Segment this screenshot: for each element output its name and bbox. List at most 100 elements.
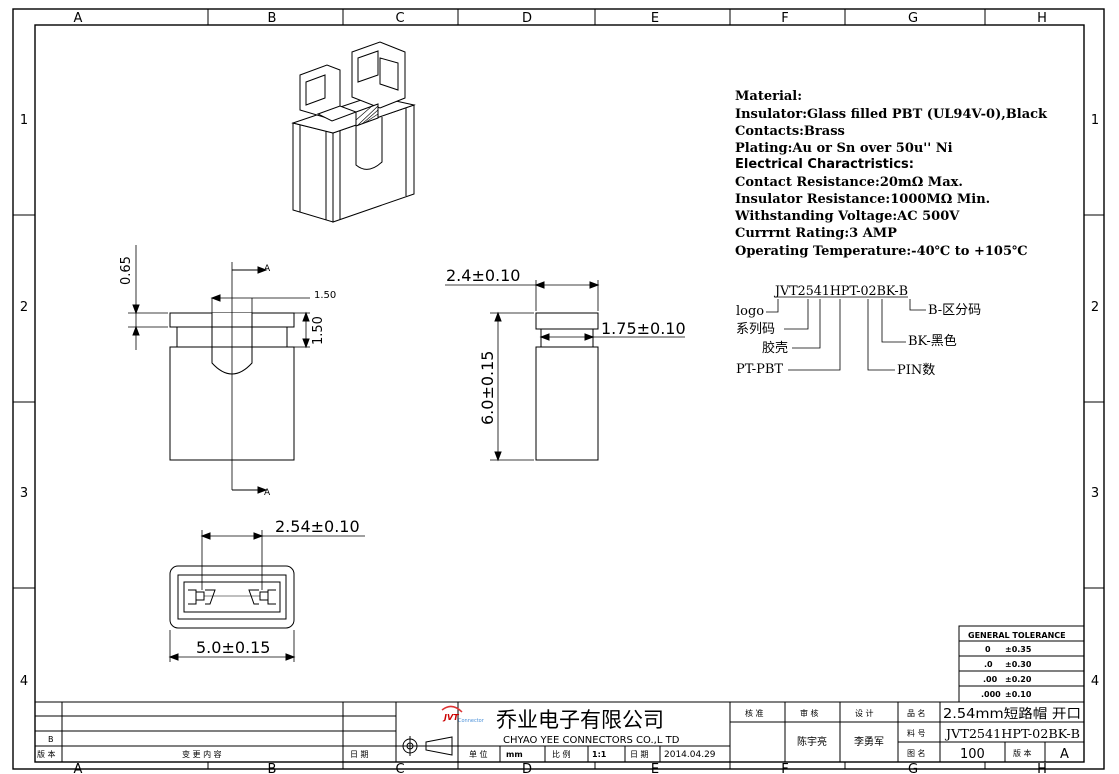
column-label-bottom: G <box>908 762 918 774</box>
review-label: 审 核 <box>800 708 819 718</box>
drawing-value: 100 <box>960 747 985 762</box>
scale-value: 1:1 <box>592 750 607 759</box>
name-label: 品 名 <box>907 708 926 718</box>
date-value: 2014.04.29 <box>664 750 716 760</box>
tolerance-value: ±0.35 <box>1005 645 1032 654</box>
part-label: 料 号 <box>907 728 926 738</box>
code-label-series: 系列码 <box>736 322 775 337</box>
column-label-bottom: F <box>781 762 788 774</box>
rev-b: B <box>48 735 54 744</box>
column-label-top: C <box>395 11 404 26</box>
version-value: A <box>1060 747 1069 762</box>
drawing-label: 图 名 <box>907 748 926 758</box>
svg-text:JVT: JVT <box>442 713 459 722</box>
column-label-top: F <box>781 11 788 26</box>
date-label: 日 期 <box>350 750 369 759</box>
spec-line: Plating:Au or Sn over 50u'' Ni <box>735 141 953 156</box>
column-label-top: E <box>651 11 659 26</box>
row-label-right: 1 <box>1091 113 1099 128</box>
outer-border <box>12 8 1105 770</box>
tolerance-title: GENERAL TOLERANCE <box>968 631 1066 640</box>
date2-label: 日 期 <box>630 750 649 759</box>
unit-label: 单 位 <box>469 749 488 759</box>
company-logo: JVT Connector <box>441 705 485 724</box>
tolerance-digits: 0 <box>985 645 991 654</box>
code-label-pins: PIN数 <box>897 363 935 378</box>
row-label-right: 3 <box>1091 486 1099 501</box>
column-label-bottom: H <box>1037 762 1047 774</box>
spec-line: Insulator Resistance:1000MΩ Min. <box>735 192 990 207</box>
scale-label: 比 例 <box>552 749 571 759</box>
tolerance-digits: .00 <box>983 675 998 684</box>
tolerance-digits: .000 <box>981 690 1001 699</box>
unit-value: mm <box>506 750 523 759</box>
tolerance-text: GENERAL TOLERANCE 0 ±0.35 .0 ±0.30 .00 ±… <box>968 631 1066 699</box>
dim-label: 1.50 <box>314 290 336 301</box>
name-value: 2.54mm短路帽 开口 <box>943 706 1081 722</box>
dim-label: 0.65 <box>119 256 134 285</box>
designer-name: 李勇军 <box>854 735 884 748</box>
row-label-right: 2 <box>1091 300 1099 315</box>
spec-notes: Material: Insulator:Glass filled PBT (UL… <box>734 89 1048 259</box>
spec-line: Material: <box>735 89 802 104</box>
column-label-bottom: C <box>395 762 404 774</box>
part-code-leaders <box>766 296 926 371</box>
row-label-left: 2 <box>20 300 28 315</box>
spec-line: Withstanding Voltage:AC 500V <box>734 209 960 224</box>
svg-text:Connector: Connector <box>458 718 485 724</box>
column-label-bottom: D <box>522 762 532 774</box>
spec-line: Insulator:Glass filled PBT (UL94V-0),Bla… <box>735 107 1048 122</box>
row-label-left: 3 <box>20 486 28 501</box>
company-name-en: CHYAO YEE CONNECTORS CO.,L TD <box>503 735 680 746</box>
check-label: 核 准 <box>745 708 764 718</box>
dim-label: 1.75±0.10 <box>601 319 686 338</box>
tolerance-value: ±0.20 <box>1005 675 1032 684</box>
side-view-labels: 2.4±0.10 1.75±0.10 6.0±0.15 <box>446 266 686 425</box>
design-label: 设 计 <box>855 708 874 718</box>
part-code-legend: JVT2541HPT-02BK-B logo 系列码 胶壳 PT-PBT B-区… <box>736 284 981 378</box>
spec-line: Currrnt Rating:3 AMP <box>735 226 897 241</box>
section-mark: A <box>264 264 271 274</box>
change-label: 变 更 内 容 <box>182 749 222 759</box>
column-label-bottom: E <box>651 762 659 774</box>
spec-line: Electrical Charactristics: <box>735 157 914 172</box>
column-label-top: H <box>1037 11 1047 26</box>
tolerance-value: ±0.30 <box>1005 660 1032 669</box>
bottom-view <box>168 530 365 662</box>
code-label-suffix: B-区分码 <box>928 303 981 318</box>
code-label-material: PT-PBT <box>736 362 783 377</box>
isometric-view <box>291 41 416 223</box>
projection-symbol-icon <box>400 736 453 756</box>
rev-label: 版 本 <box>37 749 56 759</box>
spec-line: Contacts:Brass <box>735 124 845 139</box>
part-code: JVT2541HPT-02BK-B <box>773 284 908 299</box>
code-label-color: BK-黑色 <box>908 333 957 349</box>
column-label-top: A <box>74 11 83 26</box>
reviewer-name: 陈宇亮 <box>797 735 827 748</box>
dim-label: 5.0±0.15 <box>196 638 270 657</box>
front-view-labels: 0.65 1.50 1.50 A A <box>119 256 336 498</box>
row-label-left: 4 <box>20 674 28 689</box>
column-label-top: D <box>522 11 532 26</box>
column-label-bottom: A <box>74 762 83 774</box>
bottom-view-labels: 2.54±0.10 5.0±0.15 <box>196 517 360 657</box>
column-label-top: B <box>268 11 277 26</box>
tolerance-value: ±0.10 <box>1005 690 1032 699</box>
code-label-housing: 胶壳 <box>762 340 788 356</box>
row-label-left: 1 <box>20 113 28 128</box>
dim-label: 6.0±0.15 <box>478 351 497 425</box>
tolerance-digits: .0 <box>984 660 993 669</box>
title-block-grid <box>35 701 1084 762</box>
row-labels: 1 2 3 4 1 2 3 4 <box>20 113 1099 689</box>
spec-line: Contact Resistance:20mΩ Max. <box>735 175 963 190</box>
column-label-top: G <box>908 11 918 26</box>
code-label-logo: logo <box>736 304 764 319</box>
version-label: 版 本 <box>1013 748 1032 758</box>
front-view <box>128 245 310 494</box>
dim-label: 1.50 <box>311 316 326 345</box>
column-label-bottom: B <box>268 762 277 774</box>
row-label-right: 4 <box>1091 674 1099 689</box>
company-name-cn: 乔业电子有限公司 <box>496 708 664 732</box>
spec-line: Operating Temperature:-40℃ to +105℃ <box>735 244 1028 259</box>
